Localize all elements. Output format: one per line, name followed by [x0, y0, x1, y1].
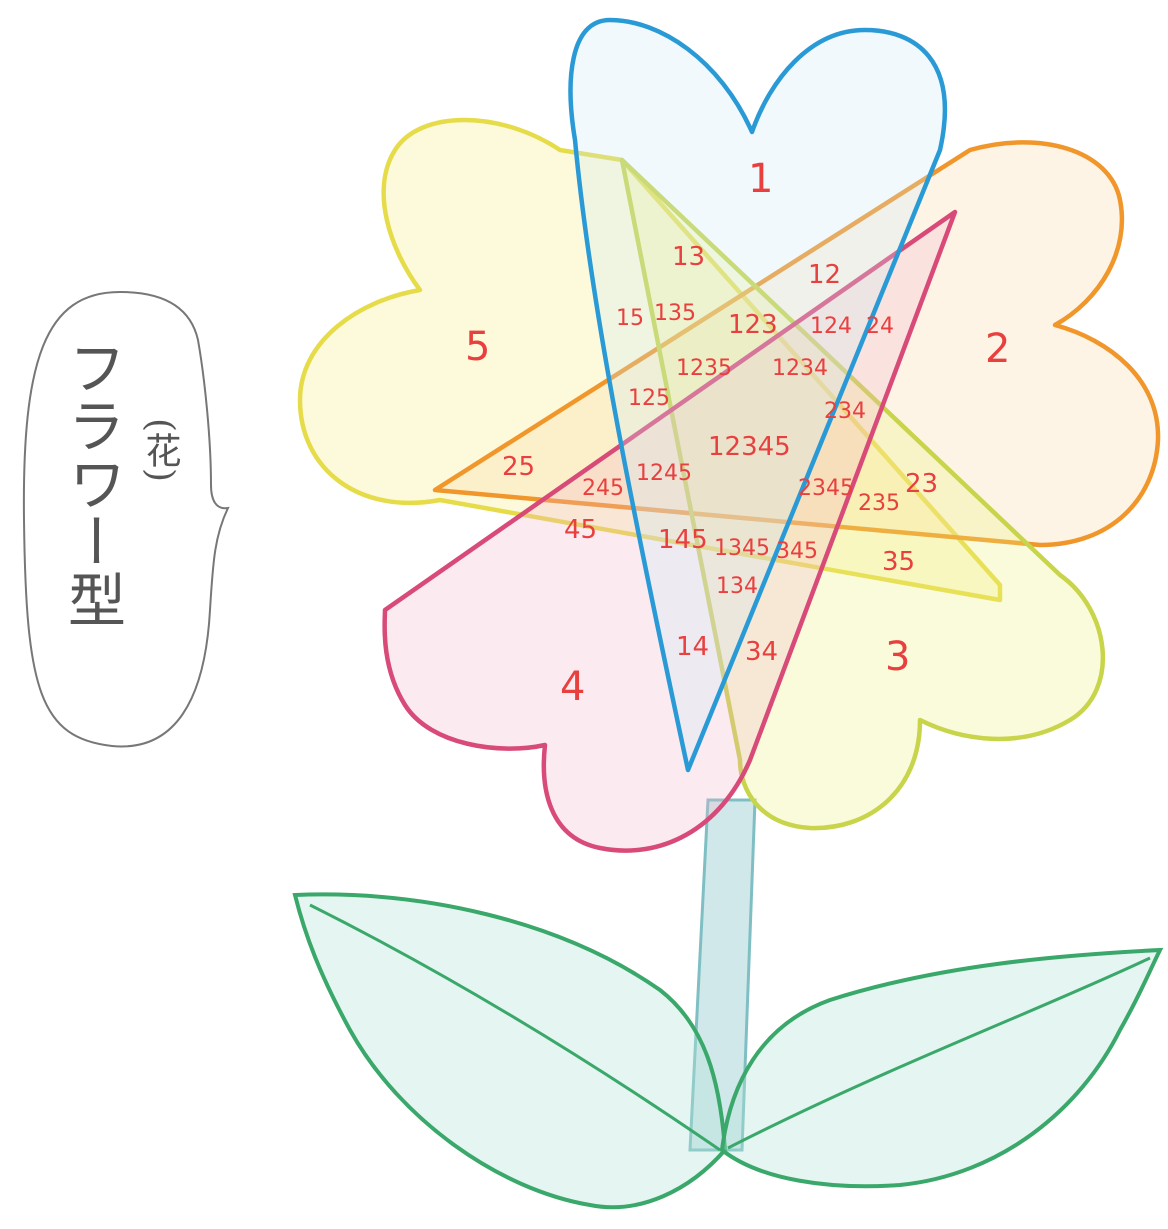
right-leaf — [719, 947, 1164, 1189]
region-label: 145 — [658, 525, 708, 555]
set-2-petal — [432, 140, 1161, 548]
bubble-note: (花) — [140, 418, 181, 482]
region-label: 124 — [810, 314, 852, 339]
speech-bubble-outline — [22, 290, 230, 748]
set-3-petal — [619, 157, 1106, 831]
left-leaf — [292, 892, 728, 1210]
region-label: 25 — [502, 452, 535, 482]
region-label: 15 — [616, 306, 644, 331]
region-label: 125 — [628, 386, 670, 411]
region-label: 34 — [745, 637, 778, 667]
set-4-petal — [382, 209, 958, 853]
region-label: 13 — [672, 242, 705, 272]
region-label: 24 — [866, 314, 894, 339]
region-label: 1235 — [676, 356, 732, 381]
region-label: 35 — [882, 547, 915, 577]
set-label-1: 1 — [748, 156, 773, 202]
region-label: 345 — [776, 539, 818, 564]
region-label: 1245 — [636, 461, 692, 486]
left-leaf-vein — [309, 903, 721, 1152]
region-label: 45 — [564, 515, 597, 545]
region-label: 123 — [728, 310, 778, 340]
region-labels: 13 12 15 135 123 124 24 1235 1234 125 23… — [502, 242, 938, 667]
right-leaf-vein — [727, 956, 1151, 1150]
region-label: 12 — [808, 260, 841, 290]
region-label: 135 — [654, 301, 696, 326]
region-label: 2345 — [798, 476, 854, 501]
speech-bubble: フラワー型 (花) — [22, 290, 230, 748]
region-label: 134 — [716, 574, 758, 599]
set-5-petal — [297, 117, 1003, 603]
bubble-title: フラワー型 — [58, 338, 126, 628]
region-label: 234 — [824, 399, 866, 424]
set-labels: 1 2 3 4 5 — [465, 156, 1010, 710]
set-label-5: 5 — [465, 324, 490, 370]
region-label: 23 — [905, 469, 938, 499]
region-label: 14 — [676, 632, 709, 662]
region-label: 235 — [858, 491, 900, 516]
region-label: 245 — [582, 476, 624, 501]
leaves — [292, 892, 1164, 1210]
set-label-2: 2 — [985, 326, 1010, 372]
region-label: 1234 — [772, 356, 828, 381]
set-1-heart — [568, 17, 947, 773]
set-label-4: 4 — [560, 664, 585, 710]
region-label: 12345 — [708, 432, 791, 462]
set-label-3: 3 — [885, 634, 910, 680]
region-label: 1345 — [714, 536, 770, 561]
